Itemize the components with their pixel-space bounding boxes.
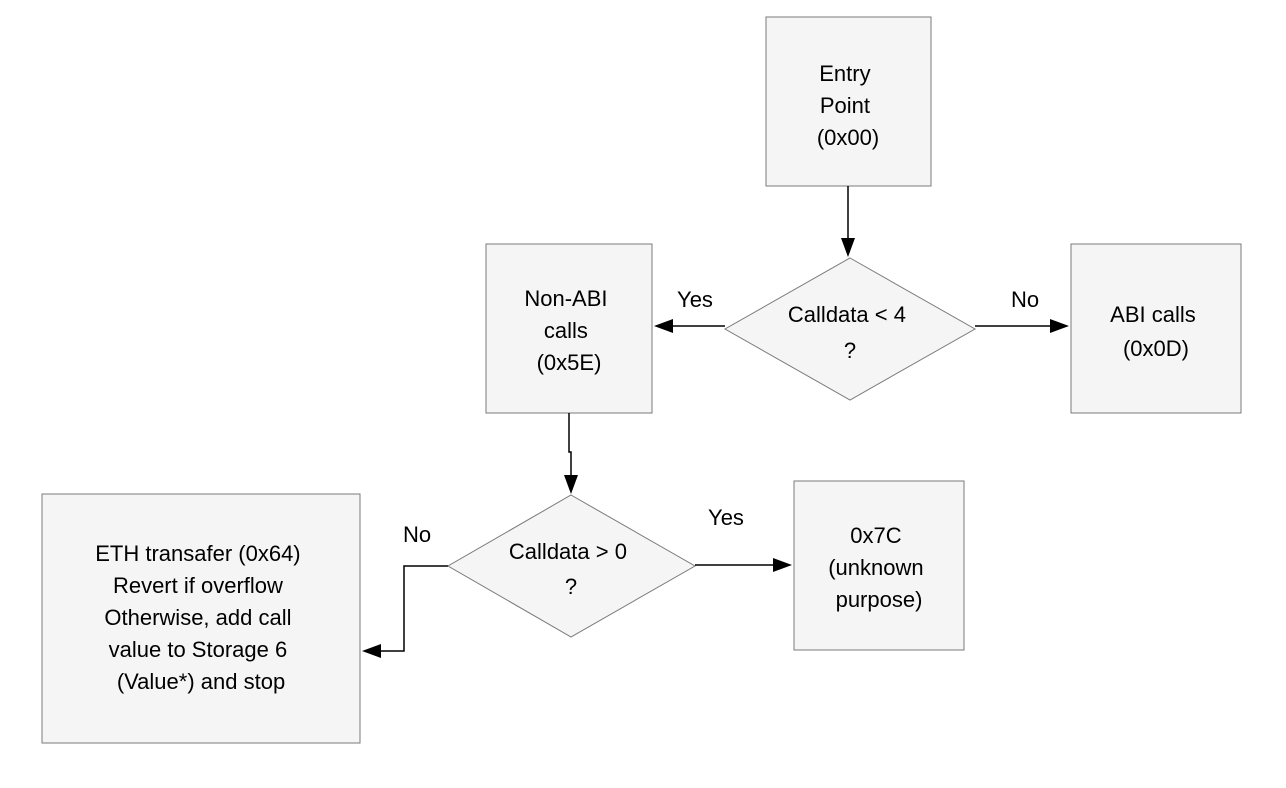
arrowhead-left [362, 644, 381, 658]
node-non-abi-calls-line-1: Non-ABI [524, 286, 607, 311]
svg-text:Calldata < 4 ?: Calldata < 4 ? [788, 302, 912, 363]
node-calldata-gt-0-line-2: ? [565, 574, 577, 599]
node-entry-point-line-3: (0x00) [817, 125, 879, 150]
edge-gt0-no-to-eth-transfer [362, 565, 448, 658]
node-non-abi-calls-line-2: calls [544, 318, 588, 343]
node-calldata-gt-0: Calldata > 0 ? [446, 494, 697, 638]
node-entry-point-line-1: Entry [819, 61, 870, 86]
node-0x7c-line-2: (unknown [828, 555, 923, 580]
node-0x7c-line-1: 0x7C [850, 523, 901, 548]
node-eth-transfer: ETH transafer (0x64) Revert if overflow … [41, 493, 361, 744]
svg-text:Entry Point (0x00): Entry Point (0x00) [817, 61, 879, 150]
svg-text:ABI calls (0x0D): ABI calls (0x0D) [1110, 302, 1202, 361]
svg-text:Non-ABI calls (0x5: Non-ABI calls (0x5E) [524, 286, 613, 375]
edge-gt0-yes-to-0x7c [695, 558, 792, 572]
node-entry-point-line-2: Point [820, 93, 870, 118]
node-eth-transfer-line-4: value to Storage 6 [109, 637, 288, 662]
node-0x7c: 0x7C (unknown purpose) [793, 480, 965, 651]
edge-entry-to-calldata-lt-4 [841, 186, 855, 257]
node-abi-calls-line-1: ABI calls [1110, 302, 1196, 327]
arrowhead-left [654, 319, 673, 333]
edge-label-gt0-yes: Yes [708, 505, 744, 530]
node-eth-transfer-line-2: Revert if overflow [113, 573, 283, 598]
svg-text:0x7C (unknown purp: 0x7C (unknown purpose) [828, 523, 930, 612]
node-entry-point: Entry Point (0x00) [765, 16, 932, 187]
edge-label-gt0-no: No [403, 522, 431, 547]
node-calldata-lt-4-line-1: Calldata < 4 [788, 302, 906, 327]
edge-non-abi-to-calldata-gt-0 [564, 413, 578, 494]
arrowhead-down [841, 238, 855, 257]
node-calldata-lt-4-line-2: ? [844, 338, 856, 363]
node-abi-calls: ABI calls (0x0D) [1070, 243, 1242, 414]
arrowhead-right [1050, 319, 1069, 333]
edge-label-lt4-yes: Yes [677, 287, 713, 312]
svg-text:ETH transafer (0x64) Rev: ETH transafer (0x64) Revert if overflow … [95, 541, 307, 694]
node-abi-calls-line-2: (0x0D) [1123, 336, 1189, 361]
node-calldata-gt-0-line-1: Calldata > 0 [509, 539, 627, 564]
edge-lt4-yes-to-non-abi [654, 319, 725, 333]
node-non-abi-calls-line-3: (0x5E) [537, 350, 602, 375]
node-non-abi-calls: Non-ABI calls (0x5E) [485, 243, 653, 414]
node-0x7c-line-3: purpose) [836, 587, 923, 612]
node-calldata-lt-4: Calldata < 4 ? [723, 257, 977, 401]
edge-label-lt4-no: No [1011, 287, 1039, 312]
arrowhead-down [564, 475, 578, 494]
arrowhead-right [773, 558, 792, 572]
node-eth-transfer-line-1: ETH transafer (0x64) [95, 541, 300, 566]
node-eth-transfer-line-5: (Value*) and stop [117, 669, 285, 694]
node-eth-transfer-line-3: Otherwise, add call [104, 605, 291, 630]
svg-text:Calldata > 0 ?: Calldata > 0 ? [509, 539, 633, 599]
edge-lt4-no-to-abi [975, 319, 1069, 333]
